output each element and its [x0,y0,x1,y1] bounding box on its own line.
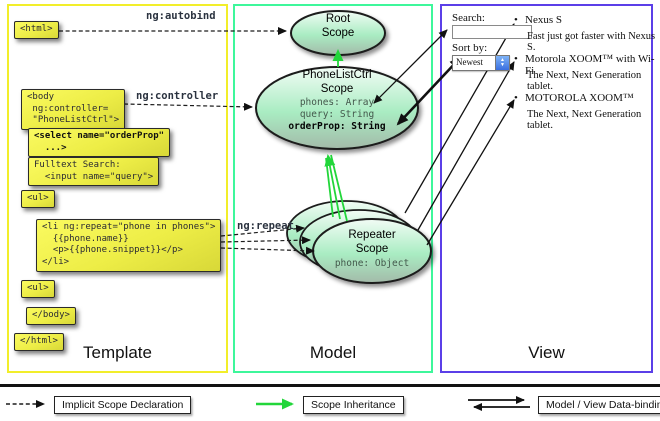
model-column-label: Model [309,343,357,362]
sort-dropdown[interactable]: Newest ▲▼ [452,55,510,71]
bullet-icon: • [514,92,518,104]
ng-autobind-label: ng:autobind [146,10,216,22]
bullet-icon: • [514,53,518,65]
list-item-desc: Fast just got faster with Nexus S. [527,31,656,53]
legend-model-view-data-binding: Model / View Data-binding [538,396,660,414]
code-body-close: </body> [26,307,76,325]
sort-dropdown-value: Newest [456,57,483,67]
list-item-desc: The Next, Next Generation tablet. [527,70,642,92]
repeater-scope-prop: phone: Object [334,258,410,269]
search-input[interactable] [452,25,532,39]
repeater-scope-title: Repeater Scope [348,229,396,255]
legend-implicit-scope-declaration: Implicit Scope Declaration [54,396,192,414]
sort-by-label: Sort by: [452,42,488,54]
code-fulltext-search: Fulltext Search: <input name="query"> [28,157,160,187]
view-column-label: View [528,343,565,362]
scope-inheritance-arrows [324,49,348,222]
code-ul-close: <ul> [21,280,55,298]
code-li-repeat: <li ng:repeat="phone in phones"> {{phone… [36,219,222,272]
list-item-title: Nexus S [525,14,562,26]
phonelistctrl-orderprop: orderProp: String [288,121,386,132]
code-html-close: </html> [14,333,64,351]
list-item-desc: The Next, Next Generation tablet. [527,109,642,131]
legend-scope-inheritance: Scope Inheritance [303,396,404,414]
ng-controller-label: ng:controller [136,90,219,102]
dropdown-stepper-icon: ▲▼ [495,56,509,70]
legend-double-arrow [468,396,530,411]
ng-repeat-label: ng:repeat [237,220,294,232]
implicit-scope-arrows [59,27,315,255]
code-html-open: <html> [14,21,59,39]
code-body-open: <body ng:controller= "PhoneListCtrl"> [21,89,126,131]
legend-separator [0,384,660,387]
code-select: <select name="orderProp" ...> [28,128,171,158]
list-item-title: MOTOROLA XOOM™ [525,92,634,104]
bullet-icon: • [514,14,518,26]
code-ul-open: <ul> [21,190,55,208]
phonelistctrl-props: phones: Array query: String [299,97,375,120]
root-scope-title: Root Scope [321,13,355,39]
list-item-title: Motorola XOOM™ with Wi-Fi [525,53,655,77]
repeater-scope-stack [286,200,432,284]
search-label: Search: [452,12,485,24]
phonelistctrl-title: PhoneListCtrl Scope [302,69,372,95]
template-column-label: Template [83,343,152,362]
